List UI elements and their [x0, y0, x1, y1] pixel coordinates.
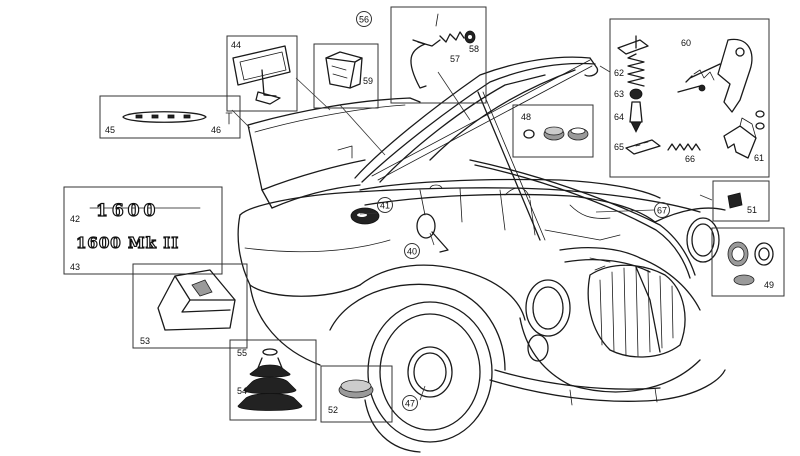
callout-41: 41 [377, 197, 393, 213]
label-53: 53 [140, 336, 150, 346]
label-43: 43 [70, 262, 80, 272]
svg-text:67: 67 [657, 206, 667, 216]
inset-44 [226, 35, 298, 112]
inset-54-55 [229, 339, 317, 421]
svg-text:41: 41 [380, 201, 390, 211]
label-65: 65 [614, 142, 624, 152]
svg-text:56: 56 [359, 15, 369, 25]
car-body-illustration [237, 56, 726, 453]
inset-48 [512, 104, 594, 158]
inset-59 [313, 43, 379, 109]
label-63: 63 [614, 89, 624, 99]
label-62: 62 [614, 68, 624, 78]
label-61: 61 [754, 153, 764, 163]
label-58: 58 [469, 44, 479, 54]
callout-56: 56 [356, 11, 372, 27]
label-51: 51 [747, 205, 757, 215]
inset-60-66 [609, 18, 770, 178]
label-46: 46 [211, 125, 221, 135]
inset-53 [132, 263, 248, 349]
label-52: 52 [328, 405, 338, 415]
label-64: 64 [614, 112, 624, 122]
leader-lines [231, 65, 713, 401]
label-48: 48 [521, 112, 531, 122]
label-59: 59 [363, 76, 373, 86]
callout-40: 40 [404, 243, 420, 259]
inset-42-43: 1600 1600 Mk II [63, 186, 223, 275]
label-66: 66 [685, 154, 695, 164]
label-60: 60 [681, 38, 691, 48]
label-54: 54 [237, 386, 247, 396]
svg-text:47: 47 [405, 399, 415, 409]
badge-1600: 1600 [96, 201, 159, 221]
label-44: 44 [231, 40, 241, 50]
callout-67: 67 [654, 202, 670, 218]
label-57: 57 [450, 54, 460, 64]
inset-52 [320, 365, 393, 423]
callout-47: 47 [402, 395, 418, 411]
label-55: 55 [237, 348, 247, 358]
inset-45-46 [99, 95, 241, 139]
label-42: 42 [70, 214, 80, 224]
inset-56-57-58 [390, 6, 487, 104]
inset-51 [712, 180, 770, 222]
label-45: 45 [105, 125, 115, 135]
svg-text:40: 40 [407, 247, 417, 257]
inset-49-50 [711, 227, 785, 297]
label-49: 49 [764, 280, 774, 290]
badge-1600-mk2: 1600 Mk II [76, 234, 179, 252]
